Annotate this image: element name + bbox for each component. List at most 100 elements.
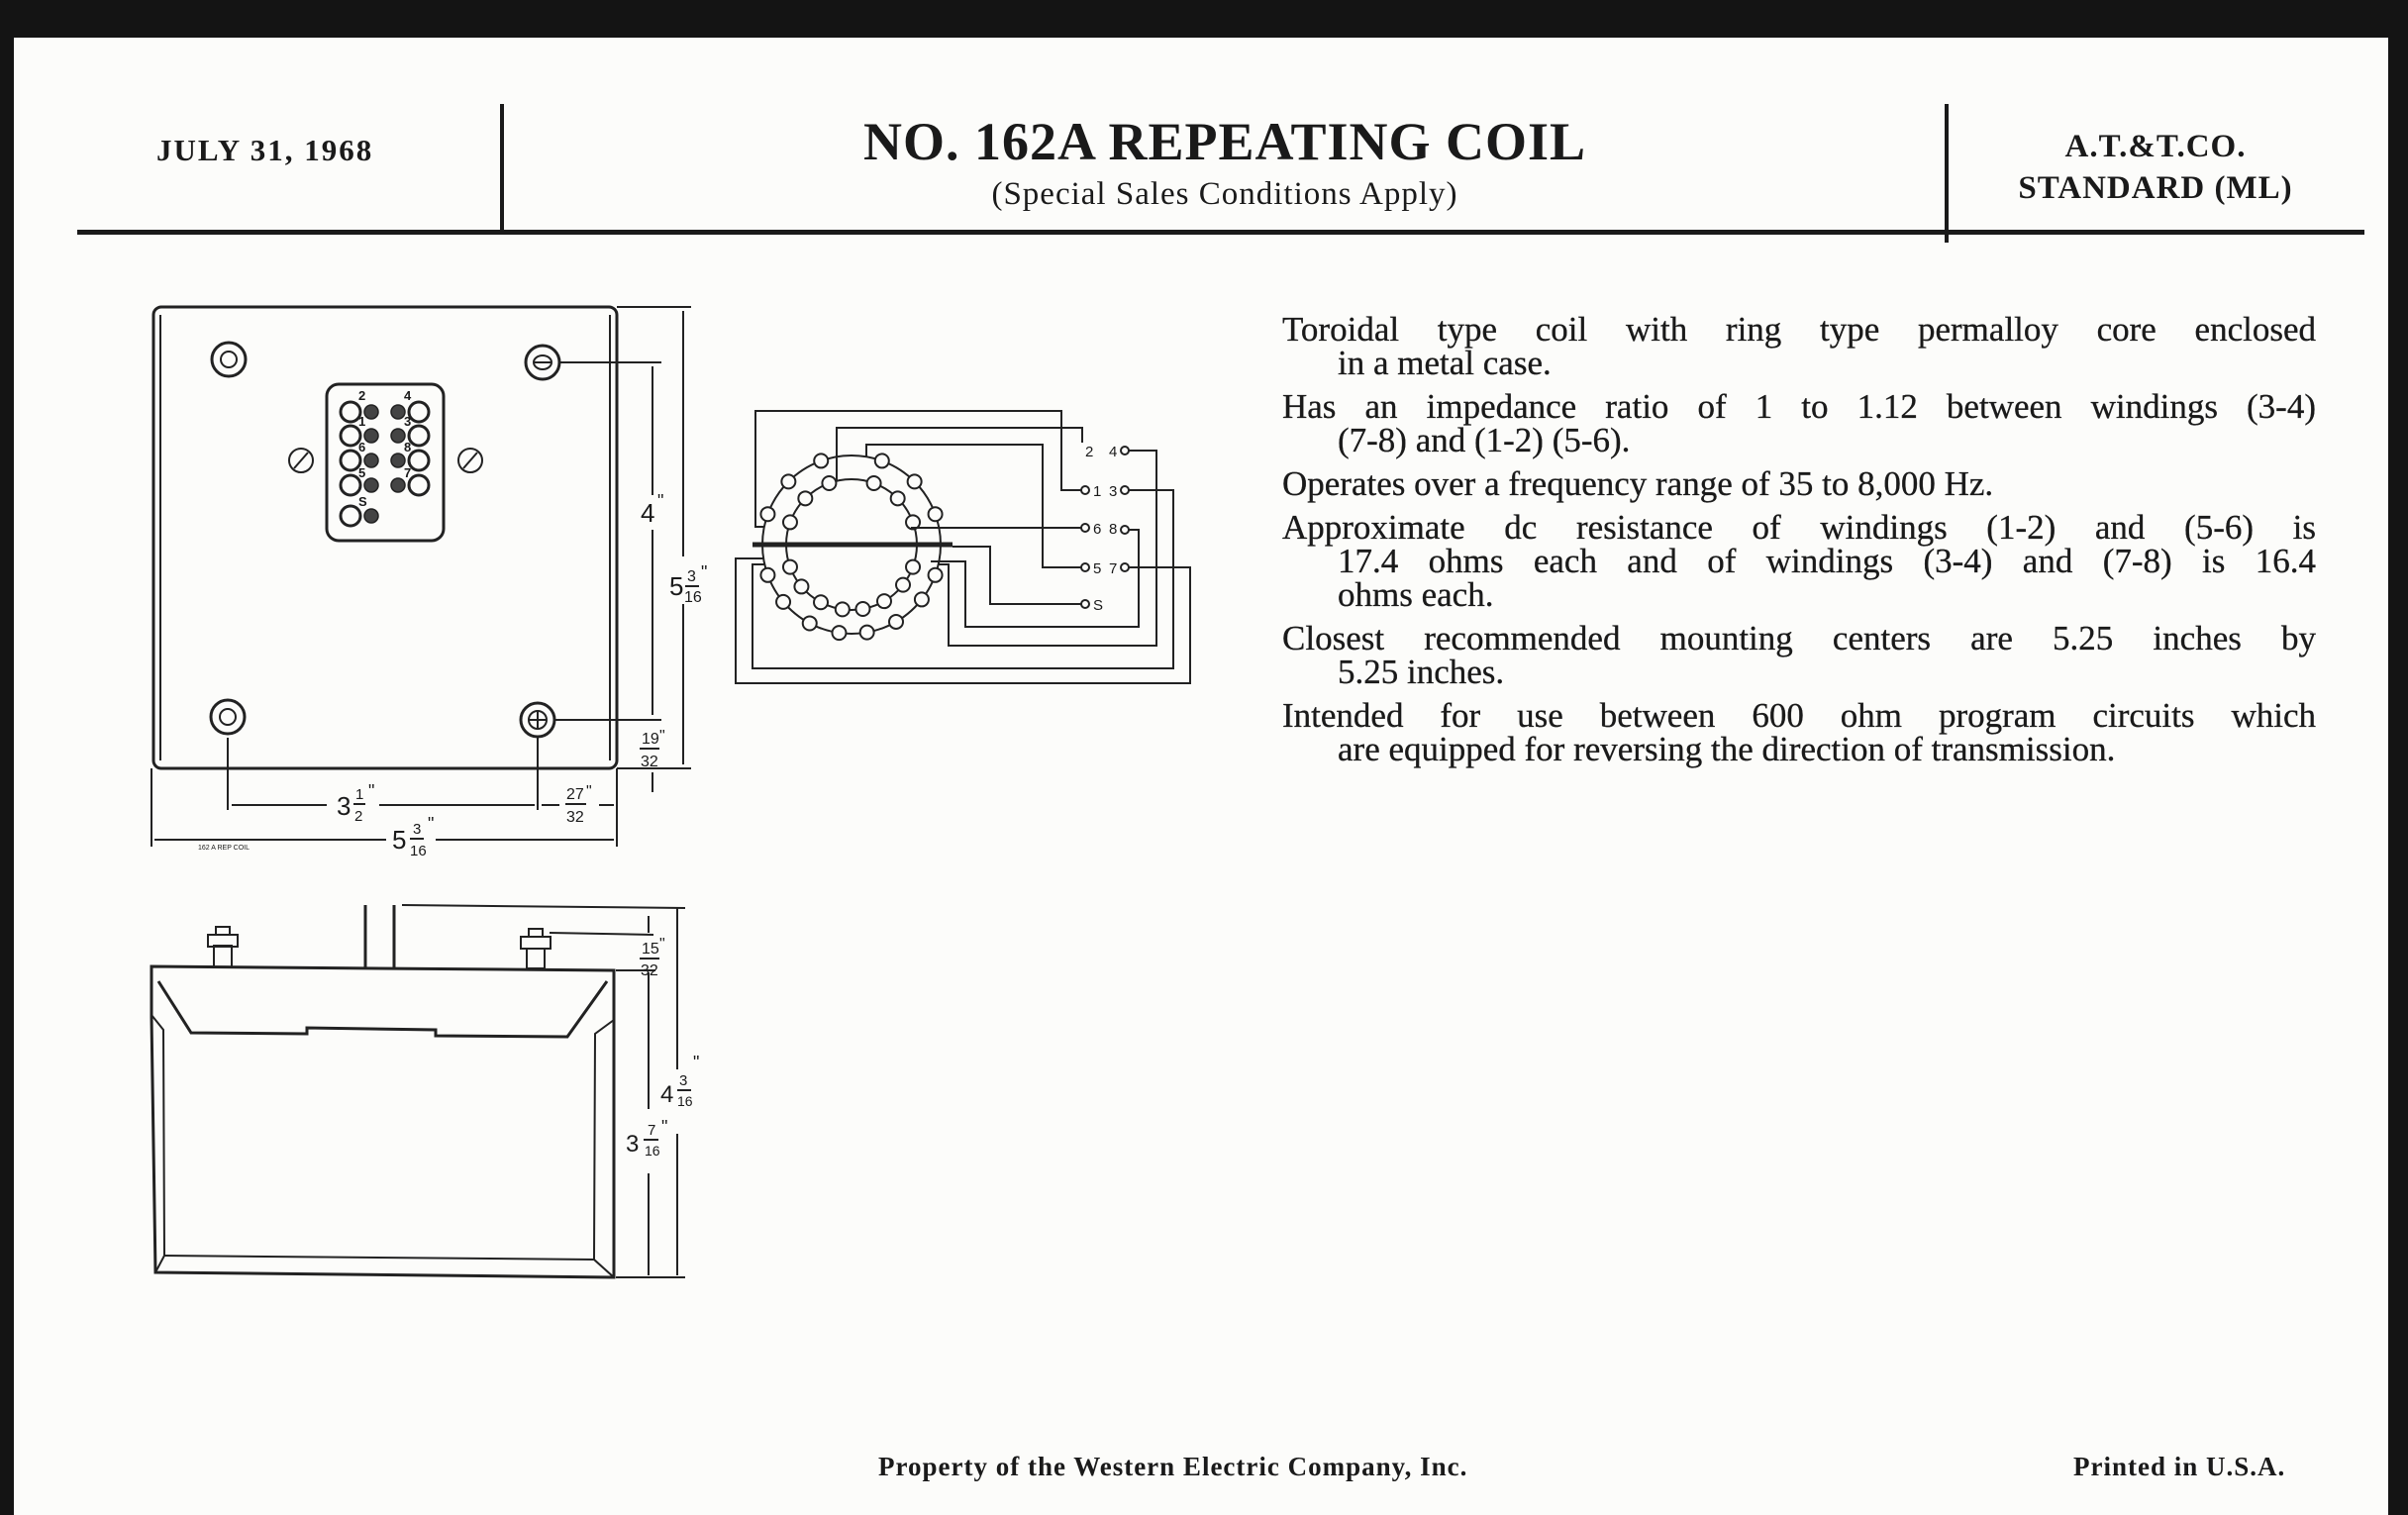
- description-paragraph: Has an impedance ratio of 1 to 1.12 betw…: [1282, 389, 2316, 457]
- svg-text:8: 8: [1109, 521, 1117, 538]
- standard-label: STANDARD (ML): [2018, 170, 2293, 206]
- schematic-terminal: 5: [1080, 560, 1101, 577]
- winding-turn-icon: [793, 578, 810, 595]
- svg-text:5: 5: [1093, 560, 1101, 577]
- footer-printed: Printed in U.S.A.: [2073, 1452, 2286, 1481]
- winding-turn-icon: [927, 566, 944, 583]
- svg-text:2: 2: [358, 388, 365, 403]
- svg-text:16: 16: [684, 589, 702, 606]
- description-line: ohms each.: [1338, 575, 1494, 614]
- svg-text:S: S: [358, 494, 367, 509]
- dimension-label-mounting-width: 3 1 2 ": [337, 781, 374, 825]
- description-paragraph: Operates over a frequency range of 35 to…: [1282, 464, 2316, 503]
- screw-icon: [457, 448, 483, 473]
- mounting-nut-icon: [210, 341, 248, 378]
- svg-text:7: 7: [404, 465, 411, 480]
- terminal-screw-icon: [390, 404, 406, 420]
- mounting-nut-icon: [524, 344, 561, 381]
- header-rule: [77, 230, 2364, 235]
- description-line: Intended for use between 600 ohm program…: [1282, 696, 2316, 735]
- description-paragraph: Intended for use between 600 ohm program…: [1282, 696, 2316, 766]
- terminal-grid: [339, 400, 431, 528]
- terminal-label: S: [358, 494, 367, 509]
- description-line: Operates over a frequency range of 35 to…: [1282, 464, 1994, 503]
- svg-text:": ": [657, 491, 663, 511]
- schematic-terminal: 6: [1080, 521, 1101, 538]
- description-paragraph: Approximate dc resistance of windings (1…: [1282, 510, 2316, 614]
- header-divider-right: [1945, 104, 1949, 243]
- top-view-drawing: 2 1 6 5 S 4 3 8 7 4 ": [150, 305, 707, 859]
- dimension-label-overall-height: 4 3 16 ": [660, 1053, 699, 1109]
- svg-text:7: 7: [1109, 560, 1117, 577]
- terminal-label: 2: [358, 388, 365, 403]
- svg-text:": ": [428, 814, 434, 834]
- winding-turn-icon: [781, 514, 798, 531]
- dimension-label-width: 5 3 16 ": [392, 814, 434, 859]
- terminal-block: [325, 382, 446, 543]
- schematic-wiring: [735, 410, 1191, 684]
- mounting-nut-icon: [519, 701, 556, 739]
- description: Toroidal type coil with ring type permal…: [1282, 312, 2316, 776]
- winding-turn-icon: [759, 566, 776, 583]
- page-title: NO. 162A REPEATING COIL: [862, 112, 1587, 171]
- winding-turn-icon: [813, 453, 830, 469]
- dimension-label-case-height: 3 7 16 ": [626, 1117, 667, 1159]
- winding-turn-icon: [854, 600, 871, 617]
- winding-turn-icon: [775, 593, 792, 610]
- svg-text:4: 4: [660, 1081, 673, 1108]
- svg-text:3: 3: [413, 821, 421, 838]
- terminal-jack-icon: [407, 449, 431, 472]
- svg-text:1: 1: [358, 414, 365, 429]
- terminal-stud-icon: [520, 928, 552, 969]
- winding-turn-icon: [797, 490, 814, 507]
- case-outline: [150, 964, 616, 1279]
- description-line: in a metal case.: [1338, 344, 1552, 382]
- winding-turn-icon: [913, 591, 930, 608]
- svg-text:2: 2: [1085, 444, 1093, 460]
- winding-turn-icon: [813, 594, 830, 611]
- svg-text:": ": [693, 1053, 699, 1072]
- terminal-screw-icon: [363, 428, 379, 444]
- svg-text:5: 5: [669, 571, 683, 601]
- svg-text:3: 3: [679, 1072, 687, 1089]
- winding-turn-icon: [905, 514, 922, 531]
- terminal-jack-icon: [339, 400, 362, 424]
- svg-text:19: 19: [642, 731, 659, 748]
- terminal-screw-icon: [390, 477, 406, 493]
- svg-text:6: 6: [1093, 521, 1101, 538]
- svg-text:": ": [659, 728, 665, 745]
- terminal-jack-icon: [407, 473, 431, 497]
- description-line: 17.4 ohms each and of windings (3-4) and…: [1338, 542, 2316, 580]
- terminal-label: 3: [404, 414, 411, 429]
- winding-turn-icon: [873, 453, 890, 469]
- dimension-label-bottom-offset: 19 32 ": [640, 728, 665, 770]
- terminal-jack-icon: [339, 449, 362, 472]
- terminal-label: 7: [404, 465, 411, 480]
- svg-text:4: 4: [404, 388, 412, 403]
- winding-turn-icon: [906, 473, 923, 490]
- svg-text:": ": [368, 781, 374, 801]
- schematic-terminal: 3: [1109, 483, 1130, 500]
- spec-sheet-page: [14, 38, 2388, 1515]
- winding-turn-icon: [834, 601, 851, 618]
- dimension-label-right-offset: 27 32 ": [565, 783, 592, 826]
- winding-turn-icon: [905, 558, 922, 575]
- svg-text:32: 32: [641, 962, 658, 979]
- svg-text:": ": [659, 936, 665, 953]
- svg-text:5: 5: [358, 465, 365, 480]
- winding-turn-icon: [821, 474, 838, 491]
- header-divider-left: [500, 104, 504, 231]
- svg-text:3: 3: [687, 568, 696, 585]
- svg-text:4: 4: [641, 498, 654, 528]
- terminal-jack-icon: [407, 400, 431, 424]
- winding-turn-icon: [801, 615, 818, 632]
- terminal-screw-icon: [363, 477, 379, 493]
- description-paragraph: Closest recommended mounting centers are…: [1282, 621, 2316, 689]
- cover-flange: [156, 980, 609, 1039]
- svg-text:6: 6: [358, 440, 365, 454]
- svg-text:": ": [586, 783, 592, 800]
- svg-text:16: 16: [645, 1143, 660, 1159]
- winding-turn-icon: [895, 576, 912, 593]
- svg-text:3: 3: [337, 791, 351, 821]
- drawing-note: 162 A REP COIL: [198, 845, 250, 852]
